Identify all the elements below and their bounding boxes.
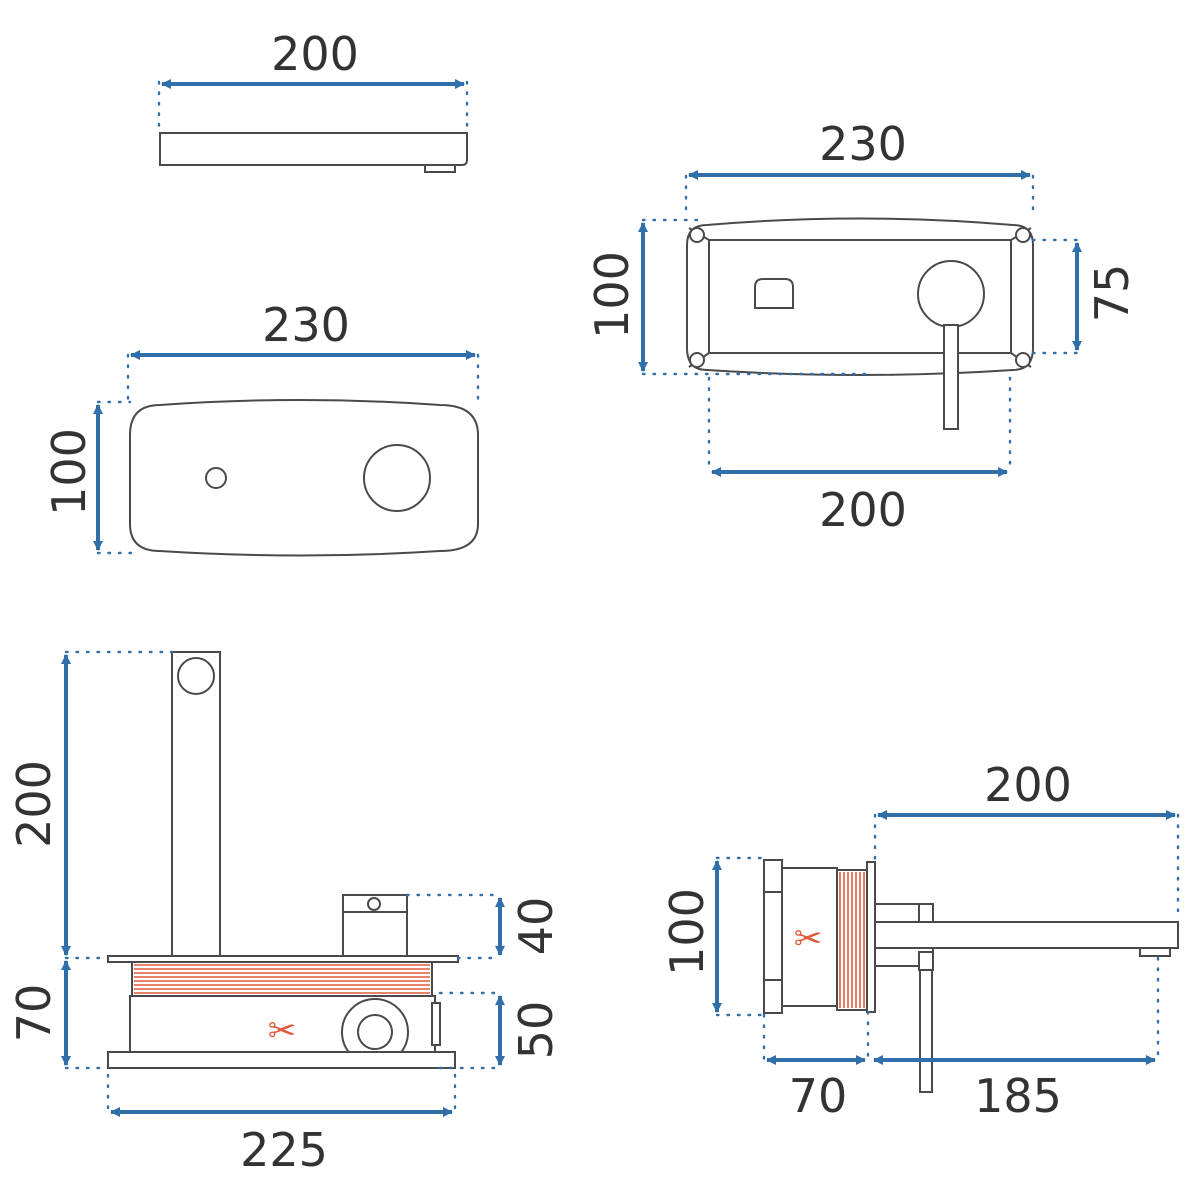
spout-aerator <box>1139 947 1171 957</box>
body-height-label: 70 <box>7 984 61 1043</box>
lever-hole-icon <box>363 444 431 512</box>
wall-depth-label: 70 <box>789 1069 848 1123</box>
top-view-width-label: 200 <box>271 27 359 81</box>
top-view-bracket <box>424 164 456 173</box>
thread-section <box>131 961 433 997</box>
hub-collar <box>918 951 934 971</box>
mount-screw-icon <box>1015 227 1031 243</box>
hub-collar <box>918 903 934 923</box>
front-plate-width-label: 230 <box>262 298 350 352</box>
diverter-button-icon <box>754 278 794 309</box>
rough-in-body <box>781 867 838 1007</box>
diverter-hole-icon <box>205 467 227 489</box>
mount-screw-icon <box>689 352 705 368</box>
front-assembled-view: 230 100 75 200 <box>585 117 1139 537</box>
knob-height-label: 40 <box>509 897 563 956</box>
base-width-label: 225 <box>240 1123 328 1177</box>
top-view: 200 <box>157 27 469 173</box>
mount-screw-icon <box>1015 352 1031 368</box>
lever-stem-profile <box>919 969 933 1093</box>
spout-arm <box>874 921 1179 949</box>
front-plate-view: 230 100 <box>42 298 480 557</box>
mount-screw-icon <box>689 227 705 243</box>
base-plate <box>107 1051 456 1069</box>
lever-stem <box>943 324 959 430</box>
side-thread-lines <box>134 964 430 994</box>
cover-height-label: 75 <box>1085 264 1139 323</box>
front-plate-outline <box>129 399 479 557</box>
cover-plate-profile <box>866 861 876 1013</box>
assembled-width-label: 230 <box>819 117 907 171</box>
projection-label: 185 <box>974 1069 1062 1123</box>
top-view-plate-outline <box>159 132 468 166</box>
profile-thread-lines <box>839 872 865 1008</box>
scissors-icon: ✂ <box>268 1011 297 1051</box>
spout-outlet-icon <box>177 657 215 695</box>
spout-span-label: 200 <box>819 483 907 537</box>
profile-height-label: 100 <box>660 888 714 976</box>
spout-body <box>171 651 221 957</box>
scissors-icon: ✂ <box>794 919 823 959</box>
lever-handle-icon <box>917 260 985 328</box>
spout-height-label: 200 <box>7 760 61 848</box>
profile-spout-length-label: 200 <box>984 758 1072 812</box>
front-plate-height-label: 100 <box>42 428 96 516</box>
box-height-label: 50 <box>509 1001 563 1060</box>
profile-view: ✂ 200 100 70 185 <box>660 758 1180 1123</box>
box-side-tab <box>431 1002 441 1046</box>
valve-inner-ring-icon <box>357 1014 393 1050</box>
knob-screw-icon <box>367 897 381 911</box>
assembled-height-label: 100 <box>585 251 639 339</box>
wall-plate-flange <box>763 859 783 1014</box>
side-view: ✂ 200 70 40 50 225 <box>7 650 563 1177</box>
